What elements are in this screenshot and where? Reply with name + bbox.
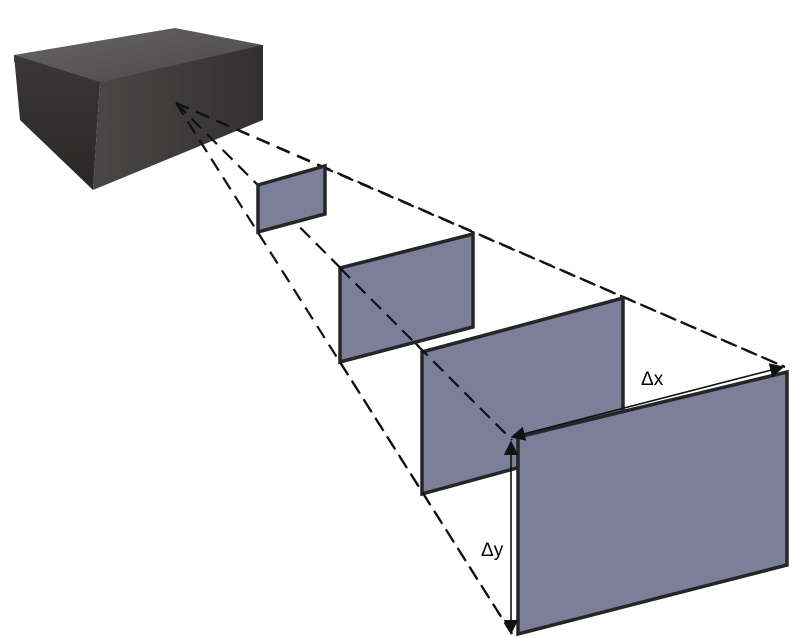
camera-front-face — [93, 45, 263, 190]
frustum-line-upper-right — [319, 164, 786, 369]
image-plane-2 — [338, 231, 475, 365]
dimension-y: Δy — [481, 440, 519, 635]
dimension-x-label: Δx — [641, 369, 664, 390]
dimension-x: Δx — [510, 363, 785, 441]
image-plane-1 — [256, 163, 327, 235]
image-planes — [256, 163, 789, 637]
dimension-y-label: Δy — [481, 540, 504, 561]
frustum-line-top-right — [175, 101, 786, 369]
camera-top-face — [14, 28, 263, 85]
frustum-line-over-bottom — [339, 361, 513, 635]
frustum-lines-over — [339, 267, 513, 635]
camera-left-face — [14, 55, 100, 190]
camera-icon — [14, 28, 263, 190]
dimension-x-arrow — [510, 363, 785, 441]
frustum-line-over-center — [339, 267, 513, 441]
